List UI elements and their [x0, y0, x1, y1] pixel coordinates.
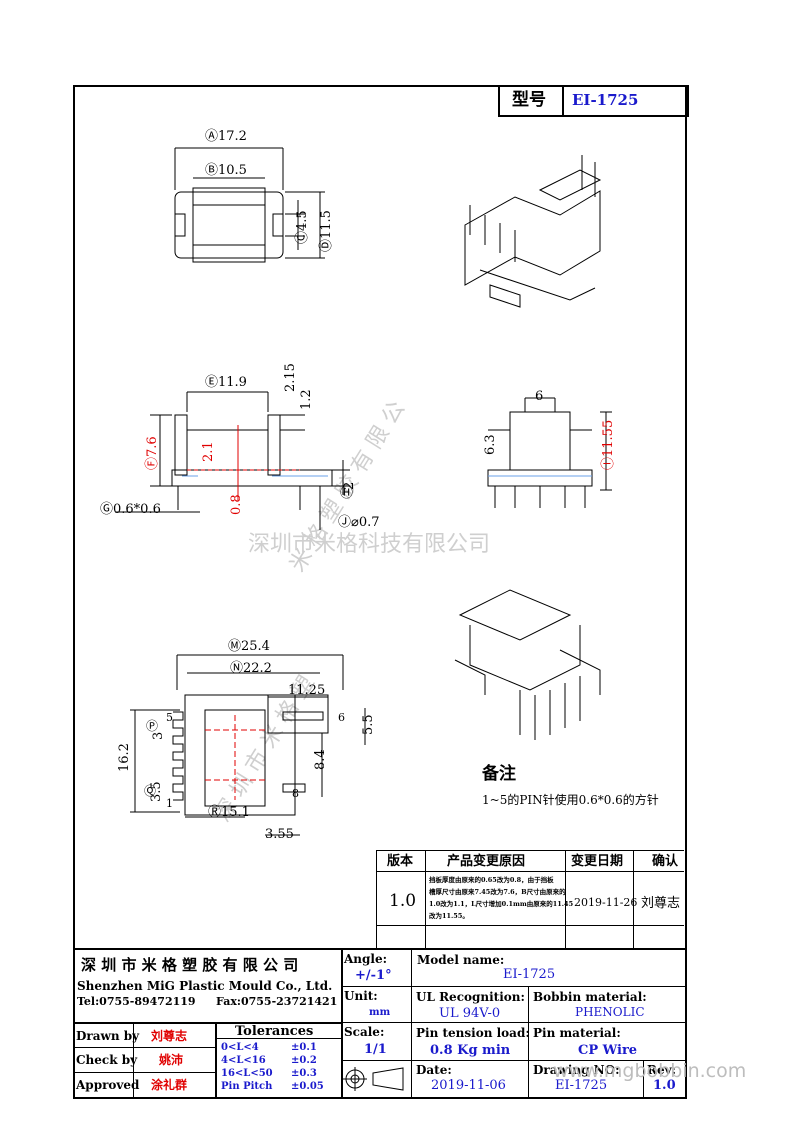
- dim-r: Ⓡ15.1: [208, 805, 250, 820]
- scale-label: Scale:: [344, 1025, 385, 1039]
- dim-g: Ⓖ0.6*0.6: [100, 502, 161, 517]
- dim-55: 5.5: [361, 714, 376, 735]
- drawn-label: Drawn by: [76, 1029, 140, 1043]
- approved-label: Approved: [76, 1078, 140, 1092]
- isometric-view-upper: [464, 155, 602, 308]
- dim-j: Ⓙ⌀0.7: [338, 515, 380, 530]
- dim-q: Ⓠ: [144, 784, 157, 798]
- end-view: [487, 397, 612, 508]
- website-watermark: www.mgbobbin.com: [553, 1060, 747, 1082]
- tolerance-title: Tolerances: [235, 1024, 314, 1039]
- ul-label: UL Recognition:: [416, 990, 525, 1004]
- bobbin-value: PHENOLIC: [575, 1005, 645, 1019]
- dim-c: Ⓒ4.5: [295, 210, 310, 244]
- projection-symbol-icon: [343, 1067, 404, 1091]
- model-header-value: EI-1725: [572, 91, 639, 109]
- rev-header-date: 变更日期: [571, 854, 624, 869]
- tol-range-1: 4<L<16: [221, 1055, 266, 1066]
- pin-material-label: Pin material:: [533, 1026, 621, 1040]
- tol-val-3: ±0.05: [291, 1081, 324, 1092]
- dim-162: 16.2: [117, 743, 132, 772]
- approved-value: 涂礼群: [151, 1078, 188, 1092]
- unit-label: Unit:: [344, 989, 378, 1003]
- tol-range-2: 16<L<50: [221, 1068, 273, 1079]
- rev-date: 2019-11-26: [574, 896, 638, 909]
- pin-tension-value: 0.8 Kg min: [430, 1043, 511, 1058]
- model-name-value: EI-1725: [503, 967, 556, 982]
- company-cn: 深 圳 市 米 格 塑 胶 有 限 公 司: [81, 956, 299, 974]
- dim-1125: 11.25: [288, 683, 326, 698]
- rev-reason-line-3: 1.0改为1.1，L尺寸增加0.1mm由原来的11.45: [429, 900, 574, 908]
- dim-355: 3.55: [265, 827, 294, 842]
- watermark-company: 深圳市米格科技有限公司: [248, 532, 491, 557]
- rev-header-confirm: 确认: [652, 854, 679, 869]
- company-en: Shenzhen MiG Plastic Mould Co., Ltd.: [77, 979, 333, 993]
- tol-val-2: ±0.3: [291, 1068, 317, 1079]
- rev-header-version: 版本: [387, 854, 414, 869]
- pin-label-6: 6: [338, 711, 345, 724]
- check-label: Check by: [76, 1053, 138, 1067]
- pin-material-value: CP Wire: [578, 1043, 638, 1058]
- dim-215: 2.15: [283, 363, 298, 392]
- title-block: 深 圳 市 米 格 塑 胶 有 限 公 司 Shenzhen MiG Plast…: [73, 948, 746, 1097]
- company-fax: Fax:0755-23721421: [216, 995, 338, 1008]
- pin-label-5: 5: [166, 711, 173, 724]
- model-name-label: Model name:: [417, 953, 505, 967]
- rev-reason-line-1: 挡板厚度由原来的0.65改为0.8，由于挡板: [429, 876, 554, 884]
- dim-f21: 2.1: [201, 441, 216, 462]
- dim-b: Ⓑ10.5: [205, 163, 247, 178]
- tol-val-0: ±0.1: [291, 1042, 317, 1053]
- angle-label: Angle:: [344, 952, 388, 966]
- revision-table: 版本 产品变更原因 变更日期 确认 1.0 挡板厚度由原来的0.65改为0.8，…: [376, 850, 684, 950]
- dim-08: 0.8: [229, 494, 244, 515]
- angle-value: +/-1°: [355, 968, 392, 983]
- bottom-view: [130, 654, 366, 836]
- isometric-view-lower: [454, 589, 601, 740]
- date-value: 2019-11-06: [431, 1078, 506, 1093]
- drawn-value: 刘尊志: [151, 1029, 188, 1043]
- pin-label-1: 1: [166, 797, 173, 810]
- tol-range-3: Pin Pitch: [221, 1081, 273, 1092]
- dim-f: Ⓕ7.6: [145, 436, 160, 470]
- top-view: [174, 147, 325, 263]
- drawing-no-value: EI-1725: [555, 1078, 608, 1093]
- notes-title: 备注: [482, 764, 516, 784]
- dim-84: 8.4: [313, 749, 328, 770]
- dim-6: 6: [535, 389, 544, 404]
- model-header-label: 型号: [512, 90, 546, 110]
- dim-h: Ⓗ: [340, 486, 354, 501]
- ul-value: UL 94V-0: [439, 1006, 501, 1021]
- rev-version: 1.0: [389, 891, 417, 911]
- notes-text: 1~5的PIN针使用0.6*0.6的方针: [482, 793, 659, 807]
- company-tel: Tel:0755-89472119: [77, 995, 196, 1008]
- rev-confirm: 刘尊志: [641, 896, 681, 911]
- drawing-no-label: Drawing NO:: [533, 1063, 620, 1077]
- dim-d: Ⓓ11.5: [319, 210, 334, 252]
- dim-63: 6.3: [483, 434, 498, 455]
- rev-reason-line-4: 改为11.55。: [429, 912, 469, 920]
- pin-label-8: 8: [292, 787, 299, 800]
- dim-e: Ⓔ11.9: [205, 375, 247, 390]
- rev-value: 1.0: [653, 1078, 676, 1093]
- rev-label: Rev:: [647, 1063, 677, 1077]
- rev-header-reason: 产品变更原因: [447, 854, 526, 869]
- date-label: Date:: [416, 1063, 452, 1077]
- tol-range-0: 0<L<4: [221, 1042, 259, 1053]
- check-value: 姚沛: [159, 1053, 184, 1067]
- dim-12: 1.2: [299, 389, 314, 410]
- unit-value: mm: [369, 1007, 391, 1018]
- dim-m: Ⓜ25.4: [228, 639, 270, 654]
- dim-i: Ⓘ11.55: [601, 419, 616, 470]
- scale-value: 1/1: [364, 1042, 387, 1057]
- pin-tension-label: Pin tension load:: [416, 1026, 530, 1040]
- tol-val-1: ±0.2: [291, 1055, 317, 1066]
- drawing-frame: [73, 85, 687, 1099]
- dim-a: Ⓐ17.2: [205, 129, 247, 144]
- dim-p: Ⓟ: [146, 719, 159, 733]
- rev-reason-line-2: 槽厚尺寸由原来7.45改为7.6，B尺寸由原来的: [429, 888, 566, 896]
- bobbin-label: Bobbin material:: [533, 990, 647, 1004]
- technical-drawing: [115, 147, 612, 836]
- dim-n: Ⓝ22.2: [230, 661, 272, 676]
- model-header-box: [498, 85, 689, 117]
